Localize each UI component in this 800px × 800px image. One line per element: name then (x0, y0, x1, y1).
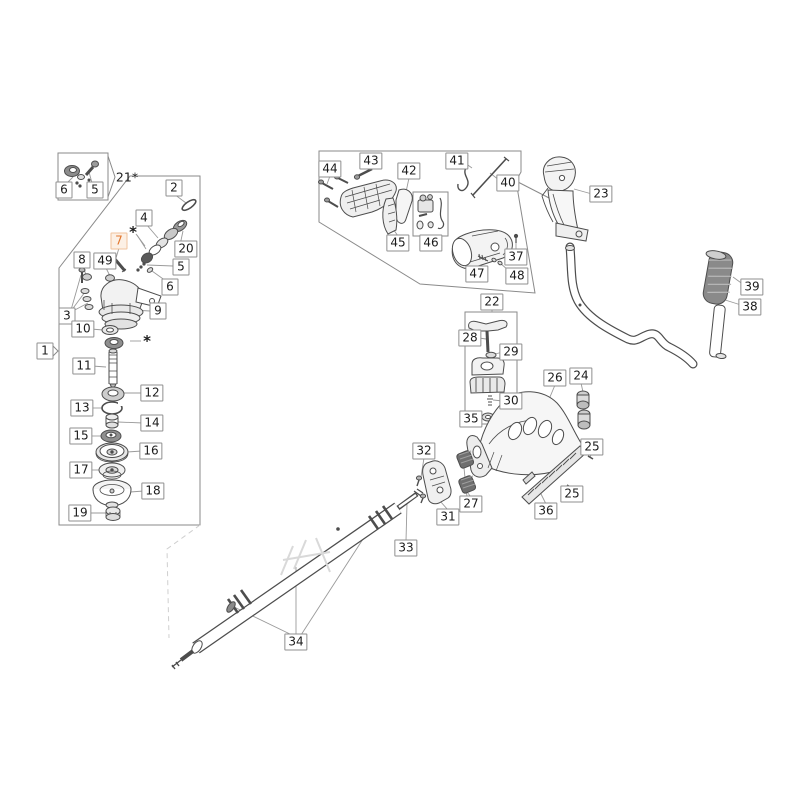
callout-7[interactable]: 7 (110, 232, 128, 250)
callout-20[interactable]: 20 (174, 240, 198, 258)
callout-13[interactable]: 13 (70, 399, 94, 417)
callout-40[interactable]: 40 (496, 174, 520, 192)
callout-49[interactable]: 49 (93, 252, 117, 270)
handlebar-clamp-parts (468, 319, 508, 422)
group-box-1-outline (52, 152, 201, 526)
output-shaft-stack (92, 325, 132, 521)
callout-32[interactable]: 32 (412, 442, 436, 460)
group-box-23-outline (318, 150, 554, 294)
callout-29[interactable]: 29 (499, 343, 523, 361)
callout-39[interactable]: 39 (740, 278, 764, 296)
guard-deflector (466, 391, 587, 505)
callout-4[interactable]: 4 (135, 209, 153, 227)
callout-48[interactable]: 48 (505, 267, 529, 285)
callout-1[interactable]: 1 (36, 342, 54, 360)
throttle-handle-parts (318, 167, 413, 235)
callout-22[interactable]: 22 (480, 293, 504, 311)
callout-33[interactable]: 33 (394, 539, 418, 557)
cable-and-rod (457, 156, 510, 199)
callout-11[interactable]: 11 (72, 357, 96, 375)
callout-41[interactable]: 41 (445, 152, 469, 170)
callout-31[interactable]: 31 (436, 508, 460, 526)
callout-2[interactable]: 2 (165, 179, 183, 197)
callout-5[interactable]: 5 (172, 258, 190, 276)
callout-38[interactable]: 38 (738, 298, 762, 316)
callout-star-b: * (143, 332, 151, 350)
callout-34[interactable]: 34 (284, 633, 308, 651)
callout-3[interactable]: 3 (58, 307, 76, 325)
drive-tube (171, 488, 424, 670)
callout-30[interactable]: 30 (499, 392, 523, 410)
callout-9[interactable]: 9 (149, 302, 167, 320)
callout-19[interactable]: 19 (68, 504, 92, 522)
callout-42[interactable]: 42 (397, 162, 421, 180)
callout-23[interactable]: 23 (589, 185, 613, 203)
callout-21[interactable]: 21* (115, 169, 139, 185)
callout-24[interactable]: 24 (569, 367, 593, 385)
callout-6[interactable]: 6 (161, 278, 179, 296)
callout-25a[interactable]: 25 (580, 438, 604, 456)
callout-12[interactable]: 12 (140, 384, 164, 402)
handlebar-tube (565, 242, 698, 369)
callout-47[interactable]: 47 (465, 265, 489, 283)
callout-17[interactable]: 17 (69, 461, 93, 479)
callout-inset-6[interactable]: 6 (55, 181, 73, 199)
switch-inset-parts (416, 194, 445, 230)
callout-46[interactable]: 46 (419, 234, 443, 252)
grip-and-tube (702, 250, 734, 360)
callout-37[interactable]: 37 (504, 248, 528, 266)
callout-36[interactable]: 36 (534, 502, 558, 520)
callout-26[interactable]: 26 (543, 369, 567, 387)
callout-star-a: * (129, 223, 137, 241)
callout-14[interactable]: 14 (140, 414, 164, 432)
throttle-housing-shell (451, 229, 519, 270)
callout-16[interactable]: 16 (139, 442, 163, 460)
callout-28[interactable]: 28 (458, 329, 482, 347)
ghost-projection-lines (166, 524, 201, 639)
callout-15[interactable]: 15 (69, 427, 93, 445)
callout-8[interactable]: 8 (73, 251, 91, 269)
callout-45[interactable]: 45 (386, 234, 410, 252)
ghost-coupler (280, 537, 331, 576)
callout-27[interactable]: 27 (459, 495, 483, 513)
inset-gear-parts (64, 160, 99, 188)
callout-18[interactable]: 18 (141, 482, 165, 500)
gearbox-housing (78, 267, 162, 330)
callout-10[interactable]: 10 (71, 320, 95, 338)
callout-inset-5[interactable]: 5 (86, 181, 104, 199)
callout-25b[interactable]: 25 (560, 485, 584, 503)
callout-44[interactable]: 44 (318, 160, 342, 178)
callout-35[interactable]: 35 (459, 410, 483, 428)
guard-hardware (415, 390, 594, 505)
callout-43[interactable]: 43 (359, 152, 383, 170)
front-handle (541, 156, 589, 242)
